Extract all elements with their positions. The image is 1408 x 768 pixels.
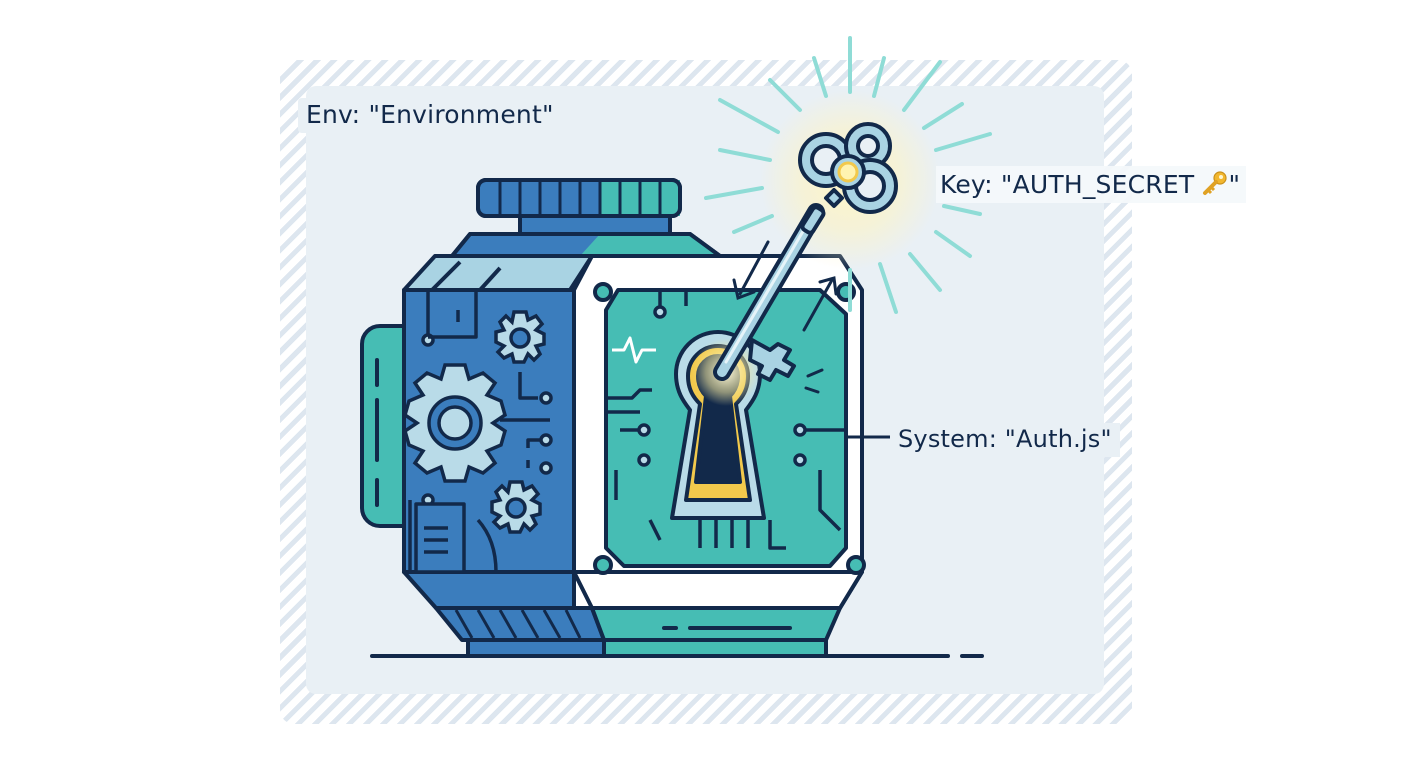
key-label-quote: " bbox=[1228, 170, 1241, 199]
gear-icon bbox=[402, 310, 546, 534]
keyhole-icon bbox=[670, 330, 766, 520]
key-label-text: Key: "AUTH_SECRET bbox=[940, 170, 1203, 199]
pulse-icon bbox=[612, 336, 656, 364]
system-label: System: "Auth.js" bbox=[894, 423, 1120, 457]
skeleton-key-icon bbox=[713, 122, 898, 382]
insert-arrow-icon bbox=[732, 240, 838, 394]
machine-cap bbox=[450, 178, 722, 258]
key-label: Key: "AUTH_SECRET " bbox=[936, 166, 1247, 203]
key-icon bbox=[1203, 171, 1228, 195]
environment-label: Env: "Environment" bbox=[298, 98, 562, 133]
circuit-trace-icon bbox=[608, 292, 846, 550]
